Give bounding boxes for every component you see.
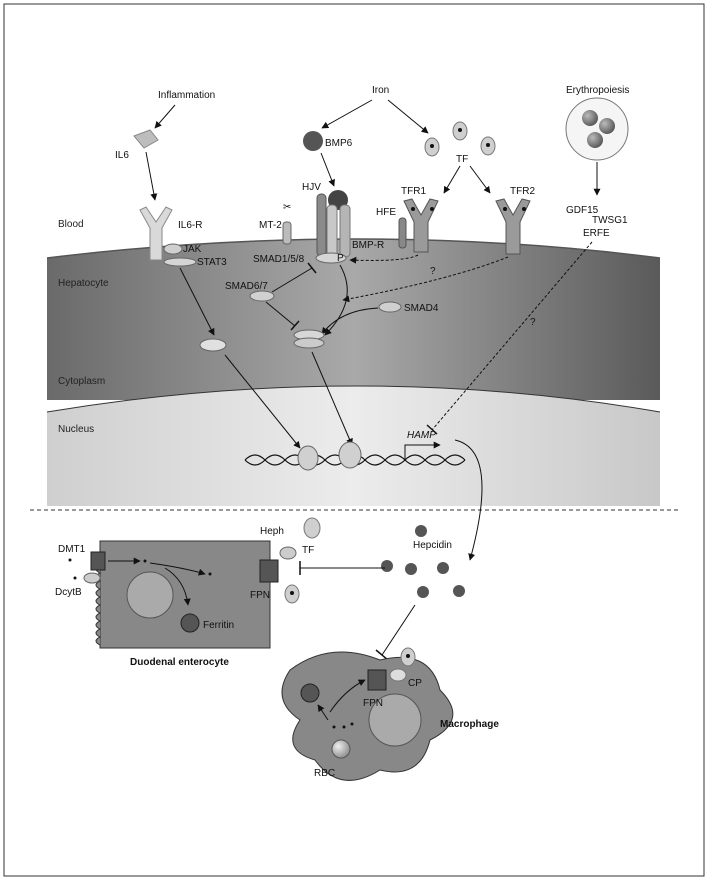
nuclear-membrane — [46, 385, 661, 413]
label-enterocyte: Duodenal enterocyte — [130, 657, 229, 668]
jak-protein — [163, 243, 183, 255]
label-dcytb: DcytB — [55, 587, 82, 598]
tf-enterocyte — [303, 517, 321, 539]
trigger-inflammation: Inflammation — [158, 90, 215, 101]
erythroblast-cell — [565, 97, 629, 161]
fpn-enterocyte — [259, 559, 279, 583]
rbc-cell — [331, 739, 351, 759]
smad-on-dna — [338, 441, 362, 469]
label-cp: CP — [408, 678, 422, 689]
phospho-mark: P — [337, 253, 344, 264]
label-smad67: SMAD6/7 — [225, 281, 268, 292]
hjv-protein — [316, 193, 327, 257]
label-erfe: ERFE — [583, 228, 610, 239]
stat3-dimer — [199, 338, 227, 352]
unknown-erythro: ? — [530, 317, 536, 328]
label-hfe: HFE — [376, 207, 396, 218]
label-macrophage: Macrophage — [440, 719, 499, 730]
hepcidin-molecules — [381, 525, 465, 598]
label-smad158: SMAD1/5/8 — [253, 254, 305, 265]
region-label-blood: Blood — [58, 219, 84, 230]
label-heph: Heph — [260, 526, 284, 537]
label-stat3: STAT3 — [197, 257, 227, 268]
label-tfr2: TFR2 — [510, 186, 535, 197]
region-label-hepatocyte: Hepatocyte — [58, 278, 109, 289]
trigger-erythropoiesis: Erythropoiesis — [566, 85, 629, 96]
label-tfr1: TFR1 — [401, 186, 426, 197]
macrophage-cell — [281, 651, 454, 781]
tfr1-receptor — [403, 198, 439, 253]
label-bmp6: BMP6 — [325, 138, 353, 149]
label-il6: IL6 — [115, 150, 129, 161]
label-il6r: IL6-R — [178, 220, 202, 231]
bmp6-ligand — [303, 131, 323, 151]
smad-complex — [293, 329, 325, 349]
unknown-tfr2: ? — [430, 266, 436, 277]
region-label-cytoplasm: Cytoplasm — [58, 376, 105, 387]
smad4-protein — [378, 301, 402, 313]
duodenal-enterocyte — [95, 540, 271, 649]
label-smad4: SMAD4 — [404, 303, 439, 314]
hfe-protein — [398, 217, 407, 249]
il6-ligand — [133, 129, 159, 149]
hepatocyte-cytoplasm — [47, 239, 660, 400]
cp-protein — [389, 668, 407, 682]
stat3-protein — [163, 257, 197, 267]
trigger-iron: Iron — [372, 85, 389, 96]
stat3-on-dna — [297, 445, 319, 471]
label-fpn: FPN — [250, 590, 270, 601]
mt2-protein — [282, 221, 292, 245]
ferritin-icon — [180, 613, 200, 633]
label-tf2: TF — [302, 545, 314, 556]
il6-receptor — [139, 206, 173, 261]
tfr2-receptor — [495, 198, 531, 255]
smad158-protein — [315, 252, 347, 264]
smad67-protein — [249, 290, 275, 302]
dcytb-protein — [83, 572, 101, 584]
label-rbc: RBC — [314, 768, 335, 779]
cell-membrane — [46, 238, 661, 259]
label-dmt1: DMT1 — [58, 544, 86, 555]
tf-iron-group — [424, 121, 496, 157]
ferritin-macrophage — [300, 683, 320, 703]
label-twsg1: TWSG1 — [592, 215, 628, 226]
label-tf: TF — [456, 154, 468, 165]
fpn-macrophage — [367, 669, 387, 691]
dmt1-transporter — [90, 551, 106, 571]
heph-protein — [279, 546, 297, 560]
label-hjv: HJV — [302, 182, 321, 193]
label-fpn2: FPN — [363, 698, 383, 709]
label-hepcidin: Hepcidin — [413, 540, 452, 551]
label-ferritin: Ferritin — [203, 620, 234, 631]
label-gdf15: GDF15 — [566, 205, 599, 216]
region-label-nucleus: Nucleus — [58, 424, 94, 435]
gene-hamp: HAMP — [407, 430, 436, 441]
label-bmpr: BMP-R — [352, 240, 384, 251]
label-jak: JAK — [183, 244, 202, 255]
scissors-icon: ✂ — [283, 202, 291, 213]
label-mt2: MT-2 — [259, 220, 282, 231]
